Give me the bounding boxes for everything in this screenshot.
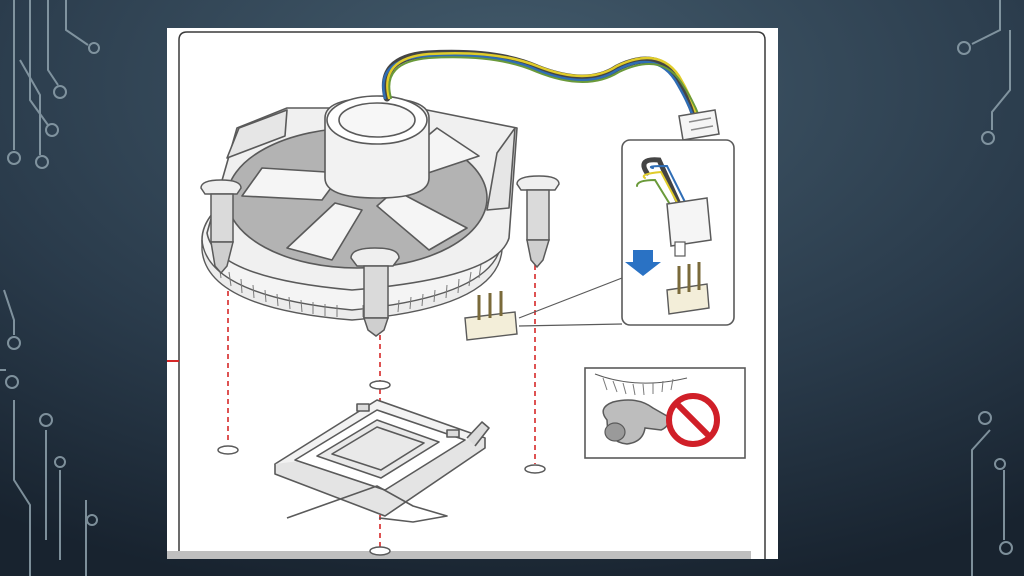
circuit-decoration-right [957, 0, 1013, 576]
cooling-fan [206, 95, 518, 291]
no-symbol-icon [666, 393, 720, 447]
fan-cable [382, 49, 700, 120]
panel-bottom-strip [167, 551, 751, 559]
circuit-decoration-left [0, 0, 100, 576]
push-pin-right [516, 175, 560, 269]
connector-detail-inset [621, 139, 735, 326]
fan-blade [241, 167, 343, 201]
panel-frame [178, 31, 766, 559]
fan-header [464, 291, 518, 341]
socket-lever [286, 485, 448, 523]
push-pin-front [350, 247, 400, 337]
cpu-socket [274, 399, 490, 523]
callout-lines [518, 277, 623, 327]
cooler-installation-diagram [167, 28, 778, 559]
fan-connector [678, 109, 720, 141]
fan-blade [286, 202, 363, 261]
cpu-chip [316, 419, 440, 479]
warning-inset [584, 367, 746, 459]
mounting-holes [217, 380, 546, 556]
down-arrow-icon [625, 250, 661, 276]
push-pin-left [200, 179, 242, 275]
